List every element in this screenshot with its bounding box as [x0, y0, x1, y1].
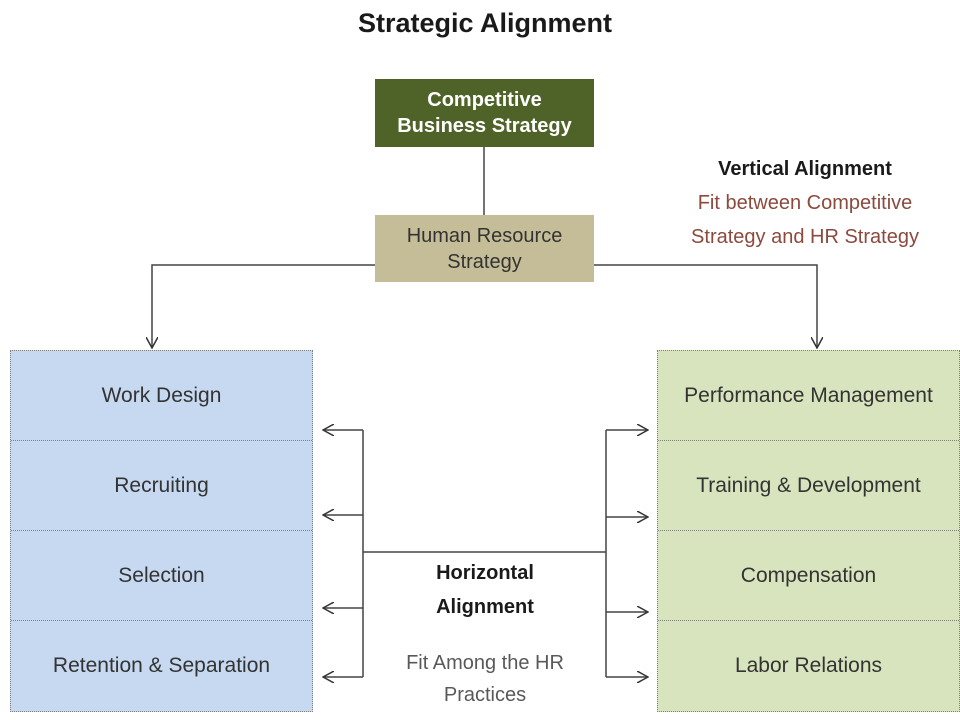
practice-training-development: Training & Development — [658, 441, 959, 531]
horizontal-alignment-title: Horizontal Alignment — [400, 556, 570, 624]
vertical-alignment-title: Vertical Alignment — [718, 158, 892, 180]
practice-recruiting: Recruiting — [11, 441, 312, 531]
practice-work-design: Work Design — [11, 351, 312, 441]
vertical-alignment-line2: Strategy and HR Strategy — [691, 226, 919, 248]
practice-labor-relations: Labor Relations — [734, 654, 883, 677]
diagram-title: Strategic Alignment — [357, 8, 613, 38]
vertical-alignment-note: Vertical Alignment Fit between Competiti… — [650, 152, 960, 254]
competitive-strategy-line2: Business Strategy — [397, 115, 572, 137]
hr-to-left-arrow — [152, 264, 375, 348]
horizontal-alignment-title-line2: Alignment — [436, 596, 534, 618]
practice-performance-management: Performance Management — [658, 351, 959, 441]
competitive-strategy-box: Competitive Business Strategy — [375, 79, 594, 147]
horizontal-alignment-line2: Practices — [443, 684, 527, 706]
horizontal-alignment-note: Fit Among the HR Practices — [380, 647, 590, 711]
hr-strategy-box: Human Resource Strategy — [375, 215, 594, 282]
horizontal-alignment-title-line1: Horizontal — [436, 562, 534, 584]
hr-to-right-arrow — [594, 264, 817, 348]
right-practices-column: Performance Management Training & Develo… — [657, 350, 960, 712]
practice-compensation: Compensation — [658, 531, 959, 621]
horizontal-alignment-line1: Fit Among the HR — [406, 652, 564, 674]
hr-strategy-line1: Human Resource — [406, 224, 563, 247]
vertical-alignment-line1: Fit between Competitive — [697, 192, 913, 214]
competitive-strategy-line1: Competitive — [427, 89, 542, 111]
left-practices-column: Work Design Recruiting Selection Retenti… — [10, 350, 313, 712]
practice-retention-separation: Retention & Separation — [52, 654, 271, 677]
hr-strategy-line2: Strategy — [447, 250, 522, 273]
practice-selection: Selection — [11, 531, 312, 621]
